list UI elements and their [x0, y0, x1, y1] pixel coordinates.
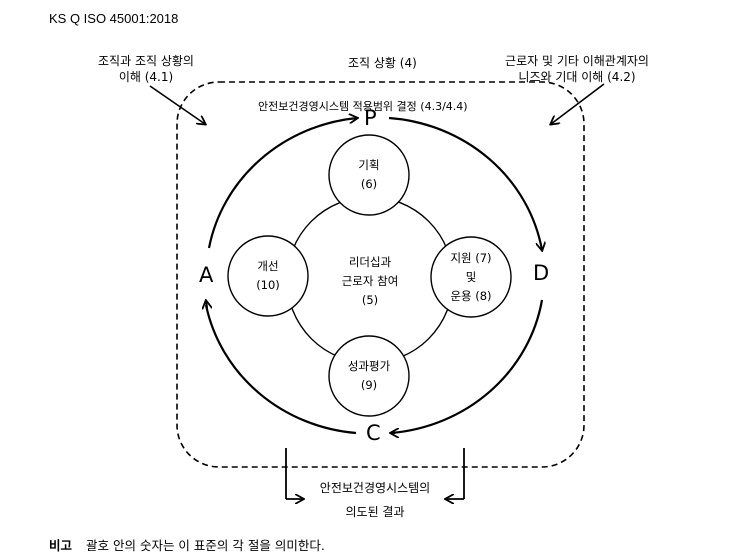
intended-outcome-label: 안전보건경영시스템의 의도된 결과 [319, 481, 431, 519]
planning-circle [328, 134, 410, 216]
arc-plan-to-do [388, 116, 542, 250]
organization-boundary [176, 81, 585, 468]
leadership-node: 리더십과 근로자 참여 (5) [341, 255, 399, 307]
input-arrow-right [551, 83, 605, 124]
org-context-understanding-label: 조직과 조직 상황의 이해 (4.1) [98, 54, 194, 84]
act-letter: A [199, 263, 214, 287]
evaluation-node: 성과평가 (9) [347, 359, 391, 392]
support-node: 지원 (7) 및 운용 (8) [450, 251, 492, 303]
arc-check-to-act [204, 304, 357, 435]
input-arrow-left [149, 85, 205, 124]
footnote-text: 괄호 안의 숫자는 이 표준의 각 절을 의미한다. [86, 538, 325, 553]
arc-act-to-plan [207, 118, 357, 249]
arc-do-to-check [390, 299, 544, 435]
worker-needs-label: 근로자 및 기타 이해관계자의 니즈와 기대 이해 (4.2) [505, 54, 649, 84]
improvement-node: 개선 (10) [256, 259, 280, 292]
evaluation-circle [328, 335, 410, 417]
plan-letter: P [364, 106, 377, 130]
support-circle [430, 236, 512, 318]
footnote: 비고 괄호 안의 숫자는 이 표준의 각 절을 의미한다. [49, 535, 325, 554]
do-letter: D [533, 261, 550, 285]
check-letter: C [366, 421, 381, 445]
org-context-label: 조직 상황 (4) [348, 56, 417, 70]
improvement-circle [227, 235, 309, 317]
footnote-label: 비고 [49, 538, 73, 553]
standard-header: KS Q ISO 45001:2018 [49, 11, 179, 26]
planning-node: 기획 (6) [358, 158, 380, 191]
scope-label: 안전보건경영시스템 적용범위 결정 (4.3/4.4) [258, 100, 468, 113]
